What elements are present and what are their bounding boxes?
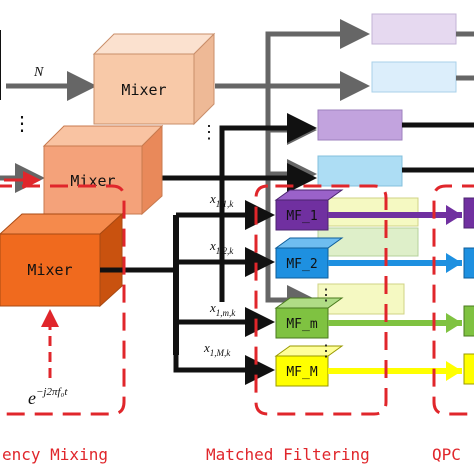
mixer-front-block: Mixer	[0, 212, 124, 308]
mf-M-label: MF_M	[286, 365, 317, 380]
signal-x11k: x1,1,k	[209, 191, 234, 209]
filter-dots: ⋮	[318, 287, 334, 304]
mid-dots: ⋮	[200, 122, 218, 142]
mf-m-label: MF_m	[286, 317, 317, 332]
mixer-back-label: Mixer	[121, 81, 166, 99]
mf-1-block: MF_1	[274, 189, 344, 231]
signal-labels: x1,1,k x1,2,k x1,m,k x1,M,k	[203, 191, 236, 358]
mixer-middle-block: Mixer	[42, 124, 164, 216]
mf-2-block: MF_2	[274, 237, 344, 279]
caption-qpc: QPC	[432, 445, 461, 464]
caption-frequency-mixing: ency Mixing	[2, 445, 108, 464]
mixer-back-block: Mixer	[92, 32, 216, 126]
mixer-front-label: Mixer	[27, 261, 72, 279]
background-channel-blocks	[317, 13, 457, 315]
left-dots: ⋮	[12, 113, 32, 135]
dashed-group-boxes	[0, 184, 474, 416]
filter-dots-2: ⋮	[318, 343, 334, 360]
black-routing-lines	[160, 113, 474, 302]
mf-2-label: MF_2	[286, 257, 317, 272]
front-output-tree	[100, 200, 275, 385]
mf-M-block: MF_M	[274, 345, 344, 387]
mf-1-label: MF_1	[286, 209, 317, 224]
signal-x1mk: x1,m,k	[209, 300, 236, 318]
phase-term: e−j2πf₀t	[28, 386, 68, 408]
caption-matched-filtering: Matched Filtering	[206, 445, 370, 464]
signal-x1Mk: x1,M,k	[203, 340, 231, 358]
filter-output-heads	[446, 205, 462, 381]
qpc-blocks	[463, 197, 474, 385]
filter-output-arrows	[328, 212, 462, 374]
mf-m-block: MF_m	[274, 297, 344, 339]
input-count-label: N	[33, 65, 44, 80]
signal-x12k: x1,2,k	[209, 238, 234, 256]
